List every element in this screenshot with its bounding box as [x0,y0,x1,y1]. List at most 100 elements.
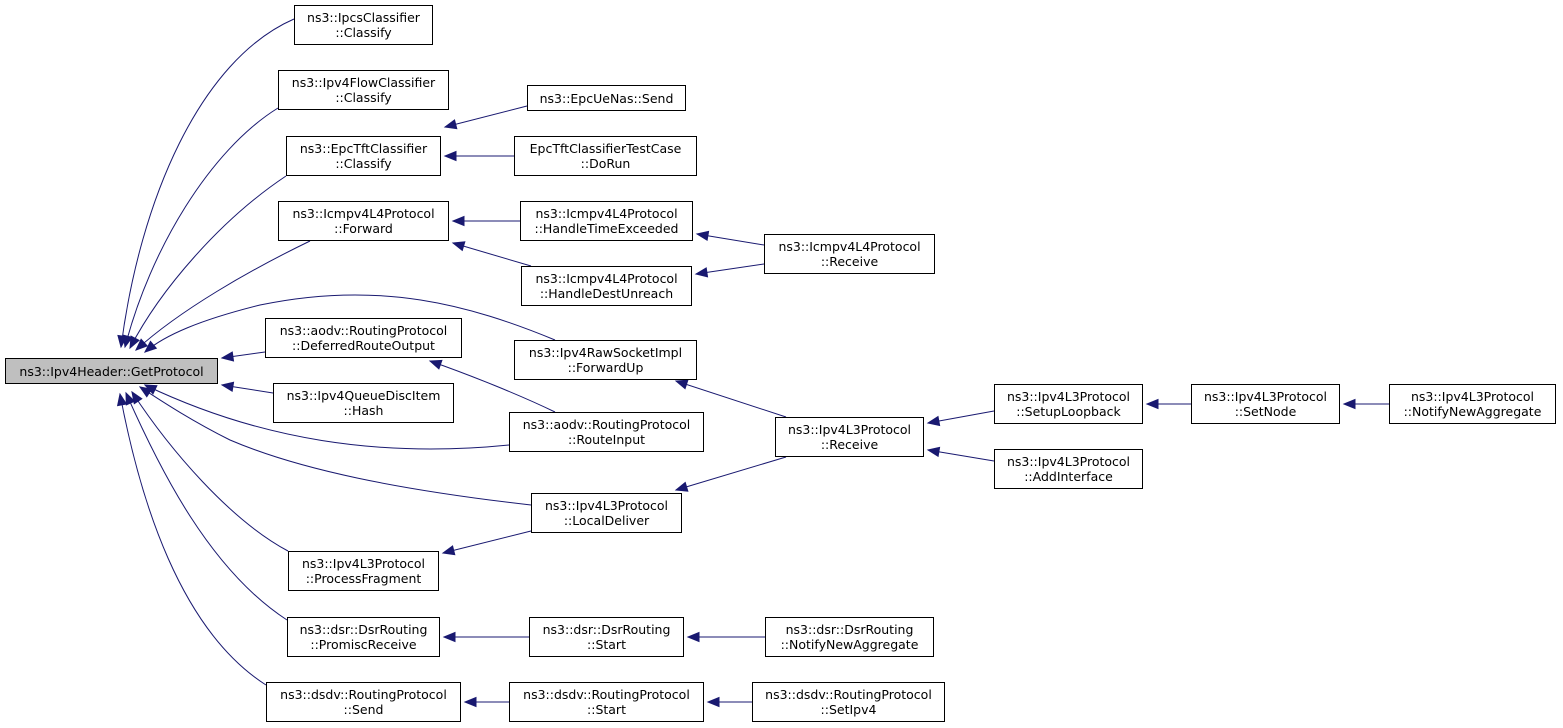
node-label-line: ::ProcessFragment [305,571,422,586]
node-label-line: ns3::Ipv4FlowClassifier [291,75,436,90]
node-ipv4l3protocol-notifynewaggregate[interactable]: ns3::Ipv4L3Protocol::NotifyNewAggregate [1389,384,1556,424]
node-label-line: ns3::Icmpv4L4Protocol [292,206,435,221]
node-label-line: ns3::IpcsClassifier [307,10,420,25]
arrowhead-dsrstart-to-dsrpromisc [442,631,456,643]
node-ipv4l3protocol-localdeliver[interactable]: ns3::Ipv4L3Protocol::LocalDeliver [531,493,682,533]
node-label-line: ::SetupLoopback [1016,404,1121,419]
edge-l3recv-to-rawsock [675,380,787,418]
node-label-line: ::Send [343,702,384,717]
arrowhead-dsrpromisc-to-root [125,391,136,406]
node-ipv4rawsocketimpl-forwardup[interactable]: ns3::Ipv4RawSocketImpl::ForwardUp [514,340,697,380]
node-label-line: ::SetNode [1234,404,1297,419]
node-label-line: EpcTftClassifierTestCase [529,141,682,156]
node-dsrrouting-start[interactable]: ns3::dsr::DsrRouting::Start [529,617,684,657]
node-label-line: ns3::dsr::DsrRouting [299,622,428,637]
node-label-line: ::NotifyNewAggregate [780,637,919,652]
arrowhead-l3addif-to-l3recv [926,446,941,458]
node-label-line: ::Start [587,702,626,717]
arrowhead-l3local-to-l3frag [441,545,456,556]
node-label-line: ns3::Icmpv4L4Protocol [535,271,678,286]
node-ipv4queuediscitem-hash[interactable]: ns3::Ipv4QueueDiscItem::Hash [273,383,454,423]
node-label-line: ns3::Ipv4L3Protocol [1410,389,1535,404]
node-label-line: ns3::Ipv4L3Protocol [301,556,426,571]
node-ipv4l3protocol-setnode[interactable]: ns3::Ipv4L3Protocol::SetNode [1191,384,1340,424]
arrowhead-icmprecv-to-icmptime [695,230,710,242]
node-label-line: ::DeferredRouteOutput [292,338,435,353]
node-label-line: ns3::dsdv::RoutingProtocol [523,687,690,702]
arrowhead-l3loop-to-l3recv [926,415,941,427]
node-epctftclassifier-classify[interactable]: ns3::EpcTftClassifier::Classify [286,136,441,176]
node-label-line: ::HandleDestUnreach [539,286,674,301]
arrowhead-dsrnotify-to-dsrstart [686,631,700,643]
edge-l3local-to-root [139,386,532,506]
node-label-line: ::RouteInput [567,432,646,447]
node-label-line: ::Hash [343,403,384,418]
edge-l3local-to-l3frag [442,530,532,554]
node-label-line: ::ForwardUp [567,360,644,375]
node-icmpv4l4protocol-forward[interactable]: ns3::Icmpv4L4Protocol::Forward [278,201,449,241]
node-label-line: ::AddInterface [1024,469,1113,484]
node-icmpv4l4protocol-receive[interactable]: ns3::Icmpv4L4Protocol::Receive [764,234,935,274]
node-label-line: ::DoRun [580,156,631,171]
node-ipv4l3protocol-processfragment[interactable]: ns3::Ipv4L3Protocol::ProcessFragment [288,551,439,591]
node-ipv4l3protocol-setuploopback[interactable]: ns3::Ipv4L3Protocol::SetupLoopback [994,384,1143,424]
node-label-line: ns3::Ipv4Header::GetProtocol [19,363,204,379]
node-label-line: ::Forward [334,221,393,236]
node-label-line: ns3::Icmpv4L4Protocol [535,206,678,221]
node-label-line: ns3::EpcUeNas::Send [539,90,674,106]
node-label-line: ::Start [587,637,626,652]
edge-icmpdest-to-icmpfwd [452,242,532,267]
node-dsrrouting-promiscreceive[interactable]: ns3::dsr::DsrRouting::PromiscReceive [287,617,440,657]
arrowhead-epctft-to-root [129,335,140,350]
node-label-line: ns3::dsdv::RoutingProtocol [765,687,932,702]
node-epctftclassifiertestcase-dorun[interactable]: EpcTftClassifierTestCase::DoRun [514,136,697,176]
node-aodv-deferredrouteoutput[interactable]: ns3::aodv::RoutingProtocol::DeferredRout… [265,318,462,358]
node-label-line: ns3::aodv::RoutingProtocol [522,417,691,432]
node-dsdv-setipv4[interactable]: ns3::dsdv::RoutingProtocol::SetIpv4 [752,682,945,722]
node-label-line: ns3::dsr::DsrRouting [542,622,671,637]
arrowhead-l3local-to-root [138,386,153,398]
edge-rawsock-to-root [144,294,556,353]
edge-epcue-to-epctft [444,105,528,128]
arrowhead-icmpfwd-to-root [135,338,149,351]
arrowhead-l3recv-to-rawsock [674,379,689,390]
node-dsdv-send[interactable]: ns3::dsdv::RoutingProtocol::Send [266,682,461,722]
node-dsrrouting-notifynewaggregate[interactable]: ns3::dsr::DsrRouting::NotifyNewAggregate [765,617,934,657]
node-label-line: ::Receive [820,437,879,452]
node-icmpv4l4protocol-handletimeexceeded[interactable]: ns3::Icmpv4L4Protocol::HandleTimeExceede… [520,201,693,241]
node-icmpv4l4protocol-handledestunreach[interactable]: ns3::Icmpv4L4Protocol::HandleDestUnreach [521,266,692,306]
node-ipv4l3protocol-receive[interactable]: ns3::Ipv4L3Protocol::Receive [775,417,924,457]
node-label-line: ns3::Ipv4L3Protocol [1006,389,1131,404]
node-label-line: ns3::Ipv4L3Protocol [787,422,912,437]
edge-aodvroute-to-root [144,384,510,450]
node-label-line: ns3::Ipv4L3Protocol [1006,454,1131,469]
arrowhead-queue-to-root [220,381,235,392]
node-label-line: ns3::EpcTftClassifier [299,141,428,156]
node-label-line: ::SetIpv4 [820,702,877,717]
node-ipv4header-getprotocol: ns3::Ipv4Header::GetProtocol [5,358,218,384]
node-ipv4l3protocol-addinterface[interactable]: ns3::Ipv4L3Protocol::AddInterface [994,449,1143,489]
node-label-line: ::LocalDeliver [563,513,650,528]
arrowhead-icmptime-to-icmpfwd [451,215,465,227]
arrowhead-aodvroute-to-aodvdef [428,359,443,370]
edge-dsrpromisc-to-root [125,392,288,621]
edge-l3frag-to-root [131,391,289,552]
node-label-line: ns3::Ipv4RawSocketImpl [528,345,683,360]
node-dsdv-start[interactable]: ns3::dsdv::RoutingProtocol::Start [509,682,704,722]
node-label-line: ::Classify [335,156,392,171]
node-ipcsclassifier-classify[interactable]: ns3::IpcsClassifier::Classify [294,5,433,45]
node-epcuenas-send[interactable]: ns3::EpcUeNas::Send [527,85,686,111]
arrowhead-epcue-to-epctft [443,119,458,130]
arrowhead-dsdvsetipv4-to-dsdvstart [706,696,720,708]
edge-ipcs-to-root [120,18,295,348]
arrowhead-l3setnode-to-l3loop [1145,398,1159,410]
node-label-line: ns3::aodv::RoutingProtocol [279,323,448,338]
node-aodv-routeinput[interactable]: ns3::aodv::RoutingProtocol::RouteInput [509,412,704,452]
arrowhead-icmpdest-to-icmpfwd [451,241,466,252]
node-ipv4flowclassifier-classify[interactable]: ns3::Ipv4FlowClassifier::Classify [278,70,449,110]
node-label-line: ::PromiscReceive [310,637,417,652]
arrowhead-epctest-to-epctft [443,150,457,162]
edge-epctft-to-root [129,175,287,349]
arrowhead-dsdvsend-to-root [116,392,128,407]
